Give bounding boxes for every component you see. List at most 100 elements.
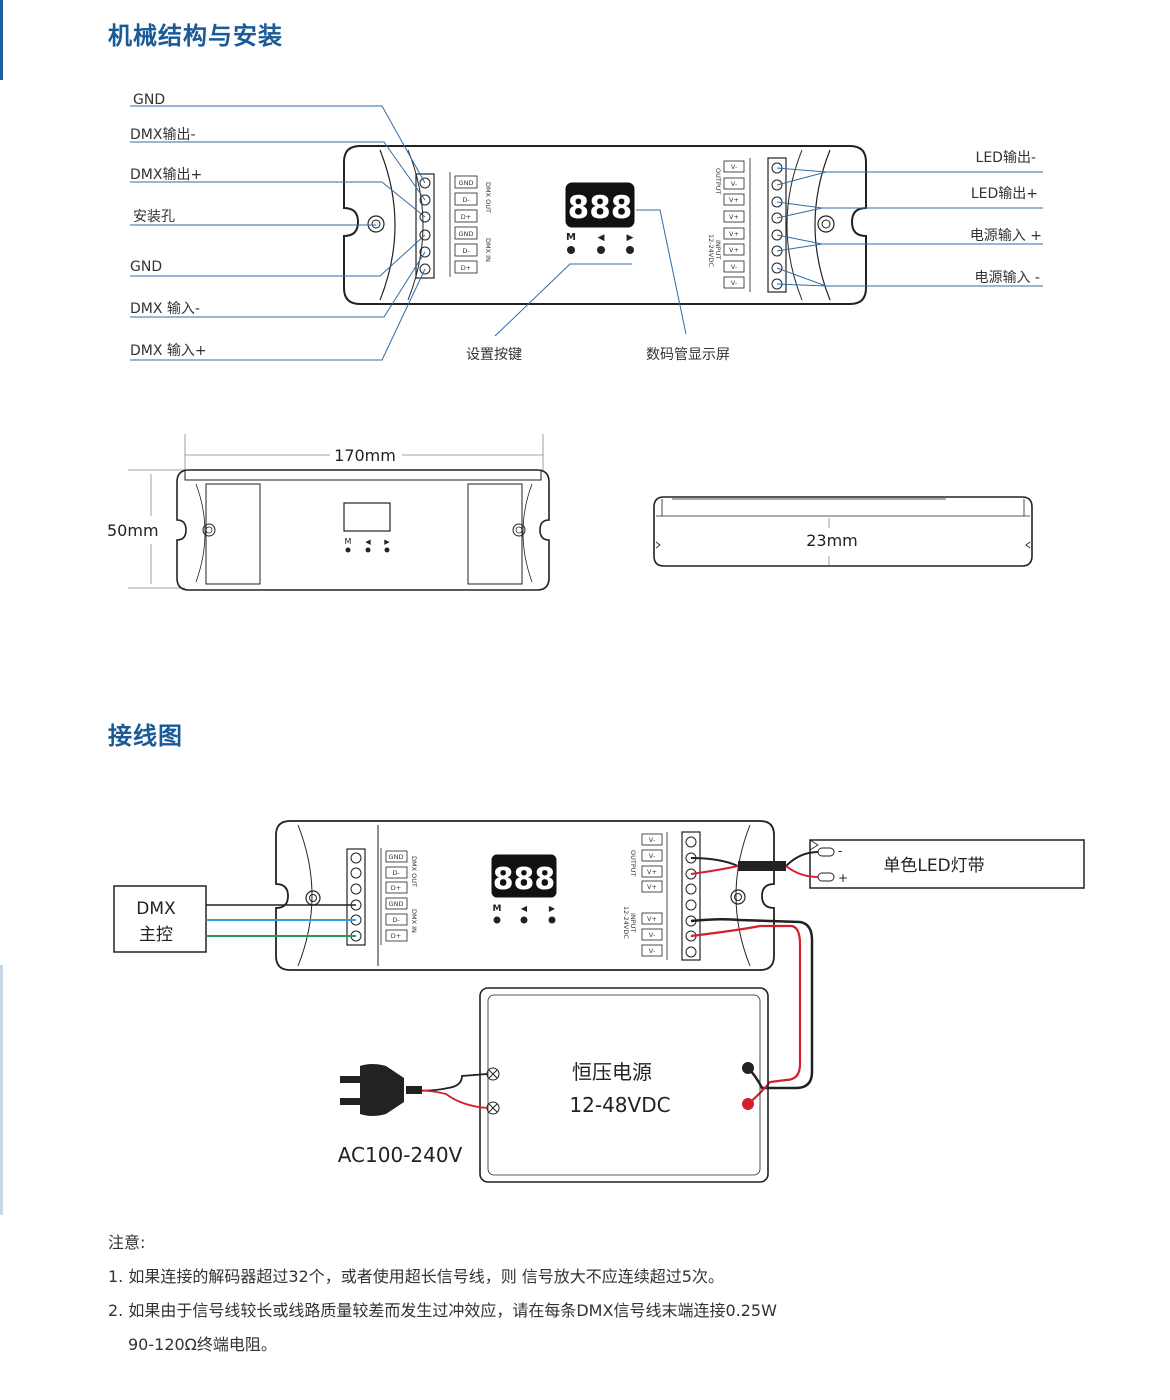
pin-label: V+ <box>647 868 657 876</box>
psu-box <box>479 987 769 1183</box>
label-dmx-out-plus: DMX输出+ <box>130 167 202 183</box>
label-gnd-out: GND <box>133 92 165 108</box>
decoder-outline <box>275 820 775 971</box>
label-gnd-in: GND <box>130 259 162 275</box>
wiring-input-voltage: 12-24VDC <box>622 906 630 939</box>
ac-input-label: AC100-240V <box>338 1143 463 1167</box>
pin-label: V+ <box>647 883 657 891</box>
pin-label: V- <box>731 163 738 171</box>
wiring-text: 888 M ◀ ▶ GND D- D+ GND D- D+ V- V- V+ V… <box>136 836 984 1167</box>
notes-section: 注意: 1. 如果连接的解码器超过32个，或者使用超长信号线，则 信号放大不应连… <box>108 1226 777 1362</box>
dimension-side-view <box>653 496 1033 567</box>
front-button-right-label: ▶ <box>384 538 390 546</box>
label-dmx-in-plus: DMX 输入+ <box>130 343 207 359</box>
wiring-button-left: ◀ <box>521 904 528 913</box>
pin-label: GND <box>389 900 404 908</box>
pin-label: GND <box>459 230 474 238</box>
input-voltage-label: 12-24VDC <box>707 234 715 267</box>
wiring-output-label: OUTPUT <box>629 850 637 877</box>
label-display: 数码管显示屏 <box>646 347 730 363</box>
wiring-diagram <box>113 820 1085 1183</box>
pin-label: V- <box>649 836 656 844</box>
pin-label: GND <box>459 179 474 187</box>
structure-text: 888 M ◀ ▶ GND D- D+ GND D- D+ V- V- V+ V… <box>459 163 739 287</box>
pin-label: D- <box>392 869 400 877</box>
pin-label: V+ <box>729 213 739 221</box>
input-label: INPUT <box>714 240 722 259</box>
button-right-icon[interactable] <box>626 246 634 254</box>
power-wire-plus <box>690 924 802 1105</box>
psu-label-2: 12-48VDC <box>569 1093 670 1117</box>
pin-label: V- <box>649 931 656 939</box>
pin-label: V- <box>731 263 738 271</box>
pin-label: V- <box>731 279 738 287</box>
mechanical-section-title: 机械结构与安装 <box>108 22 283 50</box>
dmx-out-label: DMX OUT <box>484 182 492 213</box>
wire-sleeve <box>738 861 786 871</box>
psu-label-1: 恒压电源 <box>572 1060 652 1084</box>
note-item-1: 1. 如果连接的解码器超过32个，或者使用超长信号线，则 信号放大不应连续超过5… <box>108 1267 724 1286</box>
digital-display <box>565 182 635 228</box>
label-led-out-plus: LED输出+ <box>971 186 1038 202</box>
controller-label-2: 主控 <box>139 925 173 945</box>
pin-label: D+ <box>391 932 401 940</box>
wiring-dmx-out-label: DMX OUT <box>410 856 418 887</box>
wiring-button-m: M <box>493 904 502 914</box>
dimension-width: 50mm <box>107 521 159 540</box>
label-mounting-hole: 安装孔 <box>133 209 175 225</box>
display-digits: 888 <box>568 190 633 226</box>
pin-label: D+ <box>391 884 401 892</box>
led-strip-label: 单色LED灯带 <box>883 856 984 876</box>
pin-label: D- <box>462 196 470 204</box>
front-button-left-label: ◀ <box>365 538 371 546</box>
notes-heading: 注意: <box>108 1233 146 1252</box>
structure-diagram <box>343 145 867 305</box>
leader-lines <box>130 105 1043 361</box>
label-power-in-plus: 电源输入 + <box>970 228 1042 244</box>
pin-label: D- <box>462 247 470 255</box>
label-power-in-minus: 电源输入 - <box>974 270 1040 286</box>
note-item-2-continued: 90-120Ω终端电阻。 <box>128 1335 277 1354</box>
pin-label: V+ <box>729 230 739 238</box>
pin-label: V- <box>649 852 656 860</box>
led-plus-label: + <box>838 871 848 885</box>
pin-label: V+ <box>729 246 739 254</box>
dimension-height: 23mm <box>806 531 858 550</box>
dmx-terminal-block <box>415 173 435 279</box>
controller-label-1: DMX <box>136 899 176 919</box>
pin-label: V+ <box>647 915 657 923</box>
dimension-length: 170mm <box>334 446 396 465</box>
output-label: OUTPUT <box>714 168 722 195</box>
wiring-display-digits: 888 <box>493 862 556 897</box>
led-strip-box <box>809 839 1085 889</box>
button-left-icon[interactable] <box>597 246 605 254</box>
label-setting-buttons: 设置按键 <box>466 347 522 363</box>
dmx-in-label: DMX IN <box>484 238 492 262</box>
button-m-icon[interactable] <box>567 246 575 254</box>
label-led-out-minus: LED输出- <box>976 150 1036 166</box>
power-wire-minus <box>690 917 814 1090</box>
button-m-label: M <box>566 232 576 243</box>
front-button-m-label: M <box>345 537 352 546</box>
pin-label: V- <box>649 947 656 955</box>
label-dmx-in-minus: DMX 输入- <box>130 301 200 317</box>
ac-plug-icon <box>360 1064 404 1116</box>
pin-label: D- <box>392 916 400 924</box>
button-left-label: ◀ <box>598 233 605 243</box>
dimension-front-view <box>128 434 550 591</box>
power-terminal-block <box>767 157 787 293</box>
mounting-hole-icon <box>367 215 385 233</box>
edge-marker <box>0 0 3 80</box>
pin-label: V+ <box>729 196 739 204</box>
wiring-button-right: ▶ <box>549 904 556 913</box>
pin-label: GND <box>389 853 404 861</box>
label-dmx-out-minus: DMX输出- <box>130 127 196 143</box>
wiring-dmx-in-label: DMX IN <box>410 909 418 933</box>
led-minus-label: - <box>838 844 842 858</box>
pin-label: D+ <box>461 264 471 272</box>
wiring-section-title: 接线图 <box>108 722 183 750</box>
pin-label: D+ <box>461 213 471 221</box>
pin-label: V- <box>731 180 738 188</box>
edge-marker <box>0 965 3 1215</box>
